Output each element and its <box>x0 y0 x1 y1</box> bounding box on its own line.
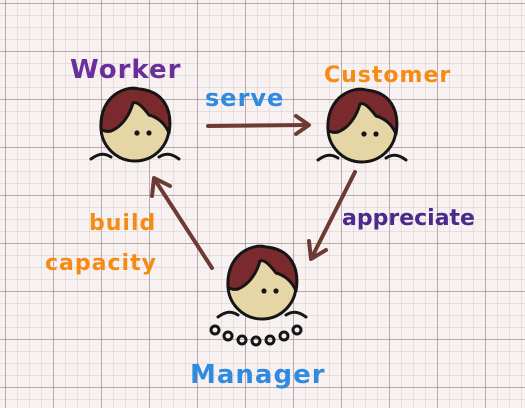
manager-label: Manager <box>190 360 326 390</box>
serve-label: serve <box>205 84 284 112</box>
build-capacity-arrow <box>150 176 214 270</box>
appreciate-arrow <box>307 170 357 261</box>
appreciate-label: appreciate <box>342 206 475 231</box>
manager-face-icon <box>216 244 308 321</box>
capacity-label: capacity <box>45 251 157 276</box>
customer-label: Customer <box>324 63 451 88</box>
serve-arrow <box>206 114 311 136</box>
customer-face-icon <box>316 87 408 164</box>
manager-necklace-icon <box>209 324 303 347</box>
worker-label: Worker <box>70 55 182 85</box>
build-label: build <box>89 211 156 236</box>
worker-face-icon <box>89 86 181 163</box>
